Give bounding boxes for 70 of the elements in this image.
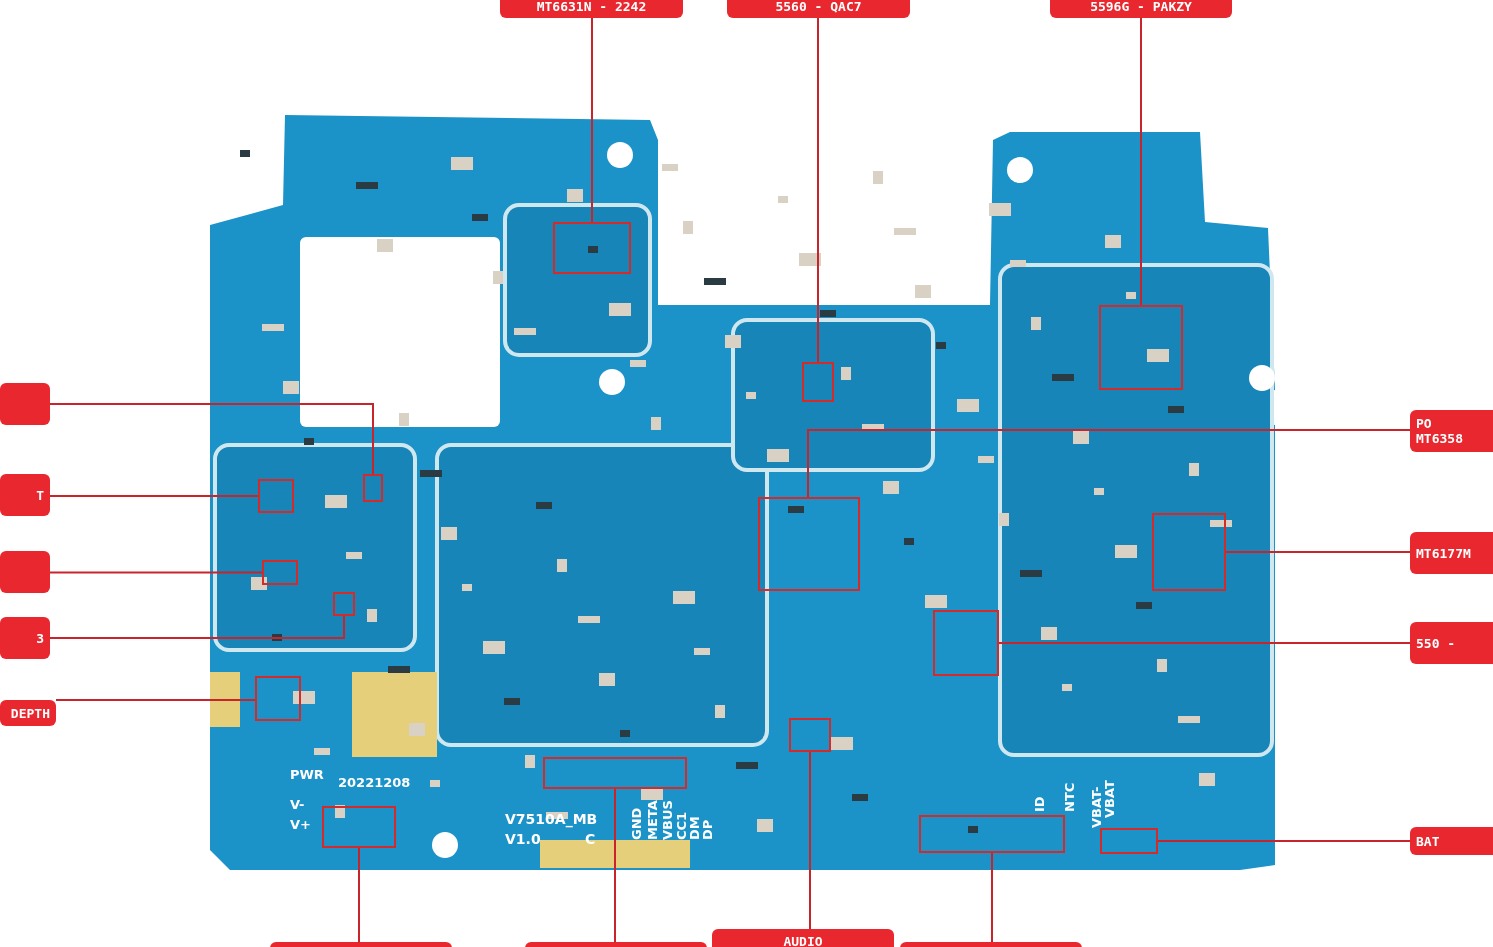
callout-box — [1410, 532, 1493, 574]
leader-line — [1225, 551, 1411, 553]
chip-highlight — [333, 592, 355, 616]
leader-line — [358, 847, 360, 943]
board-marking: VBUS — [661, 800, 674, 840]
leader-line — [614, 788, 616, 943]
chip-highlight — [543, 757, 687, 789]
chip-highlight — [322, 806, 396, 848]
chip-highlight — [933, 610, 999, 676]
chip-highlight — [258, 479, 294, 513]
chip-highlight — [1100, 828, 1158, 854]
callout-box — [1410, 410, 1493, 452]
callout-label: T — [36, 487, 44, 503]
chip-highlight — [919, 815, 1065, 853]
board-marking: PWR — [290, 768, 324, 781]
callout-label: PO — [1416, 416, 1432, 431]
leader-line — [809, 751, 811, 930]
callout-box — [1410, 622, 1493, 664]
board-marking: VBAT- — [1090, 786, 1103, 828]
callout-box — [727, 0, 910, 18]
callout-label: MT6631N - 2242 — [536, 0, 647, 14]
board-marking: V+ — [290, 818, 311, 831]
board-marking: GND — [630, 807, 643, 840]
callout-label: MT6177M — [1416, 545, 1471, 561]
leader-line — [817, 17, 819, 363]
callout-label: 3 — [36, 630, 44, 646]
callout-box — [0, 617, 50, 659]
callout-label: DEPTH — [10, 705, 50, 721]
leader-line — [49, 495, 259, 497]
leader-line — [49, 403, 374, 475]
callout-label: AUDIO — [783, 933, 823, 947]
chip-highlight — [802, 362, 834, 402]
chip-highlight — [758, 497, 860, 591]
leader-line — [49, 571, 263, 574]
chip-highlight — [363, 474, 383, 502]
callout-label: BAT — [1416, 833, 1440, 849]
leader-line — [998, 642, 1411, 644]
leader-line — [1157, 840, 1411, 842]
board-marking: NTC — [1063, 782, 1076, 812]
callout-box — [1410, 827, 1493, 855]
leader-line — [55, 699, 256, 701]
leader-line — [991, 852, 993, 943]
chip-highlight — [553, 222, 631, 274]
callout-box — [712, 929, 894, 947]
board-marking: DM — [688, 816, 701, 840]
callout-label: 5596G - PAKZY — [1090, 0, 1192, 14]
chip-highlight — [255, 676, 301, 721]
chip-highlight — [1152, 513, 1226, 591]
board-marking: V7510A_MB — [505, 812, 598, 826]
board-marking: DP — [701, 819, 714, 840]
board-marking: V1.0 — [505, 832, 541, 846]
callout-box — [500, 0, 683, 18]
board-marking: V- — [290, 798, 305, 811]
callout-label: 5560 - QAC7 — [775, 0, 862, 14]
leader-line — [1140, 17, 1142, 306]
board-marking: CC1 — [675, 811, 688, 840]
callout-box — [1050, 0, 1232, 18]
callout-label: MT6358 — [1416, 431, 1463, 446]
callout-box — [0, 383, 50, 425]
callout-box — [0, 700, 56, 726]
leader-line — [49, 615, 345, 639]
callout-label: 550 - — [1416, 635, 1456, 651]
leader-line — [591, 17, 593, 223]
chip-highlight — [1099, 305, 1183, 390]
callout-box — [0, 474, 50, 516]
chip-highlight — [789, 718, 831, 752]
chip-highlight — [262, 560, 298, 585]
callout-box — [0, 551, 50, 593]
board-marking: 20221208 — [338, 776, 411, 789]
leader-line — [807, 429, 1411, 498]
